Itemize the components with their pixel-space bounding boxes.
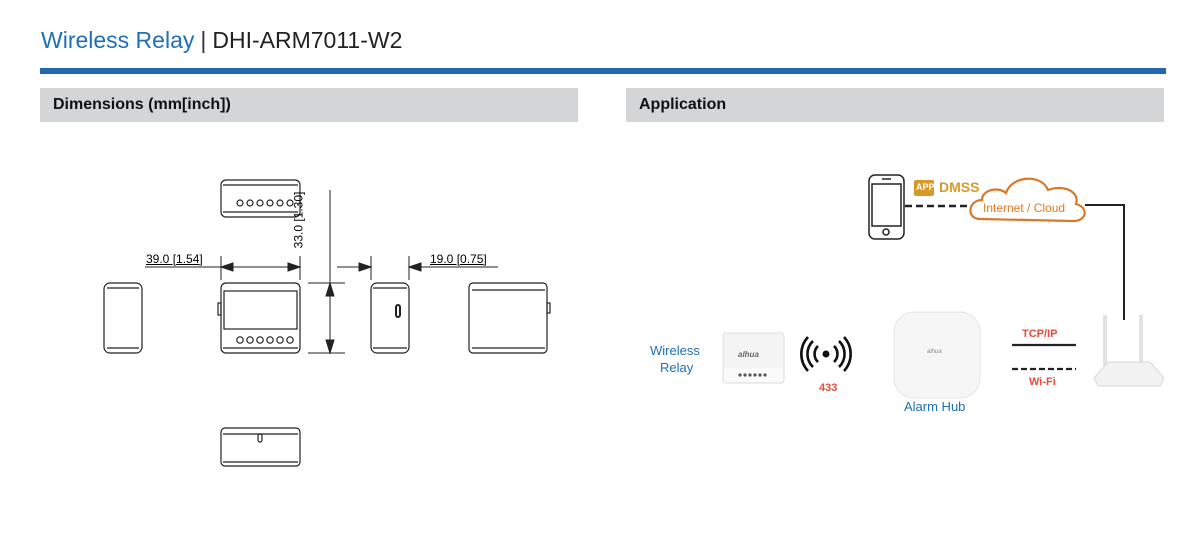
relay-label-line1: Wireless bbox=[650, 343, 700, 358]
wireless-relay-image bbox=[722, 332, 785, 384]
left-side-view bbox=[103, 282, 143, 354]
phone-icon bbox=[868, 174, 905, 240]
cloud-icon bbox=[969, 177, 1086, 223]
height-dimension bbox=[308, 190, 345, 355]
title-separator: | bbox=[200, 27, 207, 53]
back-view bbox=[468, 282, 551, 354]
relay-brand-logo: alhua bbox=[738, 350, 759, 359]
bottom-view bbox=[220, 427, 301, 467]
width-dimension bbox=[145, 256, 302, 280]
title-divider bbox=[40, 68, 1166, 74]
router-image bbox=[1093, 315, 1165, 387]
depth-label: 19.0 [0.75] bbox=[430, 252, 487, 266]
alarm-hub-image bbox=[893, 311, 981, 399]
hub-brand-logo: alhua bbox=[927, 349, 942, 355]
cloud-label: Internet / Cloud bbox=[983, 201, 1066, 215]
front-view bbox=[217, 282, 301, 354]
model-number: DHI-ARM7011-W2 bbox=[212, 27, 403, 53]
wifi-label: Wi-Fi bbox=[1029, 376, 1056, 388]
page-title: Wireless Relay|DHI-ARM7011-W2 bbox=[41, 27, 402, 54]
depth-dimension bbox=[337, 256, 498, 280]
tcpip-label: TCP/IP bbox=[1022, 328, 1058, 340]
right-side-view bbox=[370, 282, 410, 354]
app-name: DMSS bbox=[939, 179, 980, 195]
cloud-router-link bbox=[1085, 204, 1125, 320]
frequency-label: 433 bbox=[819, 382, 838, 394]
section-header-dimensions: Dimensions (mm[inch]) bbox=[40, 88, 578, 122]
top-view bbox=[220, 179, 301, 218]
radio-signal-icon bbox=[800, 336, 852, 372]
product-type: Wireless Relay bbox=[41, 27, 195, 53]
terminal-row-top bbox=[236, 199, 294, 207]
section-header-application: Application bbox=[626, 88, 1164, 122]
app-badge: APP bbox=[916, 182, 935, 192]
relay-label-line2: Relay bbox=[660, 360, 694, 375]
dimension-drawing bbox=[103, 179, 551, 467]
app-icon bbox=[914, 180, 934, 196]
width-label: 39.0 [1.54] bbox=[146, 252, 203, 266]
hub-label: Alarm Hub bbox=[904, 399, 966, 414]
